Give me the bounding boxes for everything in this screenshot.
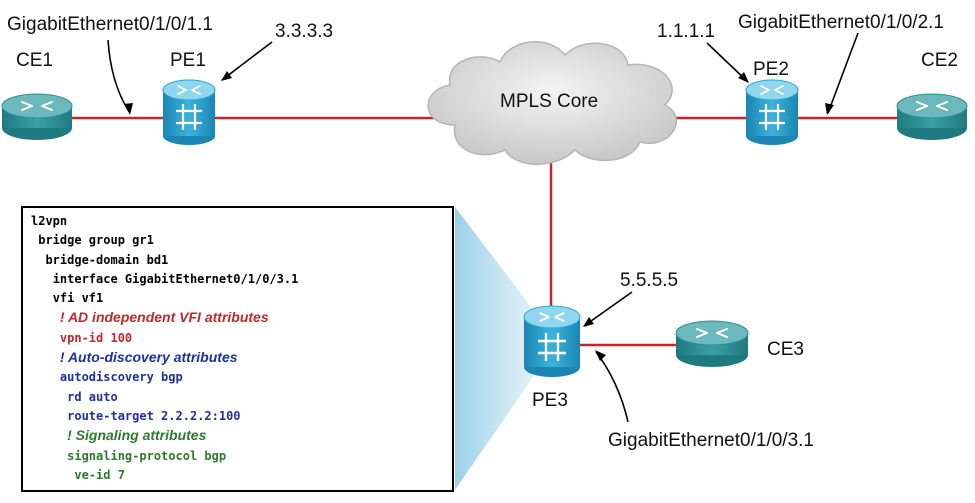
links — [70, 116, 900, 347]
config-line: ! AD independent VFI attributes — [31, 308, 452, 328]
config-line: ! Signaling attributes — [31, 426, 452, 446]
pe1-address-label: 3.3.3.3 — [275, 21, 334, 42]
config-line: ! Auto-discovery attributes — [31, 348, 452, 368]
arrowhead-pe3-interface — [595, 350, 606, 361]
config-callout-fan — [455, 207, 545, 490]
pe2-label: PE2 — [753, 59, 789, 80]
config-command: route-target 2.2.2.2:100 — [67, 408, 241, 423]
pe3-interface-label: GigabitEthernet0/1/0/3.1 — [608, 430, 814, 451]
ce-router-icon — [675, 320, 749, 367]
config-lines: l2vpn bridge group gr1 bridge-domain bd1… — [31, 212, 452, 485]
arrowheads — [124, 71, 834, 361]
ce2-label: CE2 — [921, 50, 958, 71]
config-line: rd auto — [31, 388, 452, 407]
config-box: l2vpn bridge group gr1 bridge-domain bd1… — [21, 206, 454, 492]
arrowhead-pe1-interface — [124, 103, 133, 115]
pe3-address-label: 5.5.5.5 — [620, 270, 679, 291]
config-command: vfi vf1 — [52, 291, 104, 306]
config-line: ve-id 7 — [31, 466, 452, 485]
ce-router-icon — [896, 93, 968, 140]
config-indent — [31, 370, 60, 384]
config-indent — [31, 272, 53, 286]
config-indent — [31, 409, 67, 423]
config-line: autodiscovery bgp — [31, 368, 452, 387]
config-indent — [31, 468, 74, 482]
config-line: signaling-protocol bgp — [31, 447, 452, 466]
arrow-pe2-interface — [827, 32, 859, 114]
config-line: bridge-domain bd1 — [31, 251, 452, 270]
config-line: route-target 2.2.2.2:100 — [31, 407, 452, 426]
config-indent — [31, 429, 67, 443]
pe1-interface-label: GigabitEthernet0/1/0/1.1 — [7, 14, 213, 35]
arrowhead-pe2-address — [738, 72, 749, 83]
config-line: interface GigabitEthernet0/1/0/3.1 — [31, 270, 452, 289]
config-command: signaling-protocol bgp — [67, 448, 227, 463]
config-indent — [31, 331, 60, 345]
config-indent — [31, 449, 67, 463]
config-indent — [31, 351, 60, 365]
pe2-address-label: 1.1.1.1 — [657, 21, 716, 42]
config-indent — [31, 291, 53, 305]
pe2-interface-label: GigabitEthernet0/1/0/2.1 — [738, 12, 944, 33]
config-command: l2vpn — [31, 214, 68, 228]
arrow-pe3-address — [583, 291, 633, 327]
arrowhead-pe3-address — [583, 317, 594, 327]
config-indent — [31, 390, 67, 404]
pe-router-icon — [162, 79, 216, 145]
config-comment: ! AD independent VFI attributes — [59, 309, 269, 326]
ce1-label: CE1 — [16, 50, 53, 71]
pe3-label: PE3 — [532, 390, 568, 411]
config-comment: ! Auto-discovery attributes — [59, 349, 238, 366]
config-command: interface GigabitEthernet0/1/0/3.1 — [52, 271, 299, 286]
config-line: bridge group gr1 — [31, 231, 452, 250]
config-line: vfi vf1 — [31, 289, 452, 308]
config-indent — [31, 311, 60, 325]
core-label: MPLS Core — [500, 91, 599, 112]
arrowhead-pe2-interface — [825, 103, 834, 115]
config-line: vpn-id 100 — [31, 329, 452, 348]
config-command: bridge group gr1 — [38, 233, 154, 248]
config-indent — [31, 253, 45, 267]
cloud-icon — [427, 41, 678, 165]
pe-router-icon — [523, 305, 581, 377]
ce-router-icon — [1, 93, 73, 140]
config-comment: ! Signaling attributes — [67, 427, 207, 444]
config-line: l2vpn — [31, 212, 452, 231]
arrow-pe1-address — [221, 41, 273, 81]
config-command: bridge-domain bd1 — [45, 252, 169, 267]
arrowhead-pe1-address — [221, 71, 232, 81]
config-command: vpn-id 100 — [59, 330, 133, 345]
config-command: ve-id 7 — [74, 467, 125, 482]
config-command: rd auto — [67, 389, 118, 404]
ce3-label: CE3 — [767, 339, 804, 360]
pe1-label: PE1 — [170, 50, 206, 71]
config-command: autodiscovery bgp — [59, 370, 183, 385]
arrow-pe3-interface — [595, 351, 629, 423]
pe-router-icon — [745, 79, 799, 145]
arrow-pe1-interface — [107, 39, 131, 114]
